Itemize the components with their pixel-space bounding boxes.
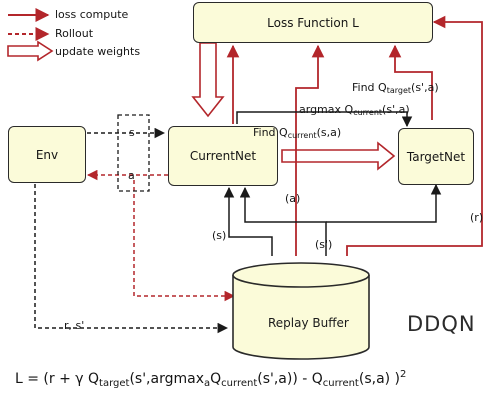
edge-buffer-sprime-to-target [326, 183, 442, 223]
edge-current-to-target-argmax [236, 111, 413, 128]
update-weights-arrow-current [191, 42, 225, 118]
s-paren-label: (s) [212, 229, 227, 242]
rollout-dashed-box [117, 114, 150, 192]
a-paren-label: (a) [285, 192, 301, 205]
find-q-target-label: Find Qtarget(s',a) [352, 81, 439, 95]
edge-rollout-to-buffer [133, 180, 236, 302]
edge-buffer-s-to-current [223, 186, 273, 256]
action-a-label: a [128, 169, 135, 182]
s-prime-paren-label: (s') [315, 238, 333, 251]
legend-rollout: Rollout [55, 27, 94, 40]
update-weights-arrow-target [281, 141, 396, 171]
loss-function-box: Loss Function L [193, 2, 433, 43]
r-sprime-label: r, s' [64, 319, 85, 332]
state-s-label: s [129, 126, 135, 139]
ddqn-title: DDQN [407, 312, 476, 336]
edge-buffer-sprime-to-current [239, 186, 327, 256]
edge-env-to-buffer [34, 184, 229, 334]
loss-function-label: Loss Function L [267, 15, 359, 30]
target-net-label: TargetNet [406, 149, 466, 164]
target-net-box: TargetNet [398, 128, 474, 185]
env-box: Env [8, 126, 86, 183]
current-net-label: CurrentNet [189, 149, 257, 163]
legend-hollow-arrow [7, 40, 54, 62]
edge-buffer-a-to-loss [295, 44, 325, 256]
legend-update-weights: update weights [55, 45, 141, 58]
current-net-box: CurrentNet [168, 126, 278, 186]
edge-buffer-r-to-loss [346, 15, 483, 256]
replay-buffer-cylinder [232, 262, 370, 360]
replay-buffer-label: Replay Buffer [268, 316, 349, 330]
argmax-q-current-label: argmax Qcurrent(s',a) [299, 103, 410, 117]
find-q-current-label: Find Qcurrent(s,a) [253, 126, 342, 140]
loss-formula: L = (r + γ Qtarget(s',argmaxaQcurrent(s'… [15, 369, 407, 389]
r-paren-label: (r) [470, 211, 484, 224]
legend-loss-compute: loss compute [55, 8, 129, 21]
env-label: Env [35, 147, 59, 162]
edge-target-to-loss [388, 44, 433, 120]
